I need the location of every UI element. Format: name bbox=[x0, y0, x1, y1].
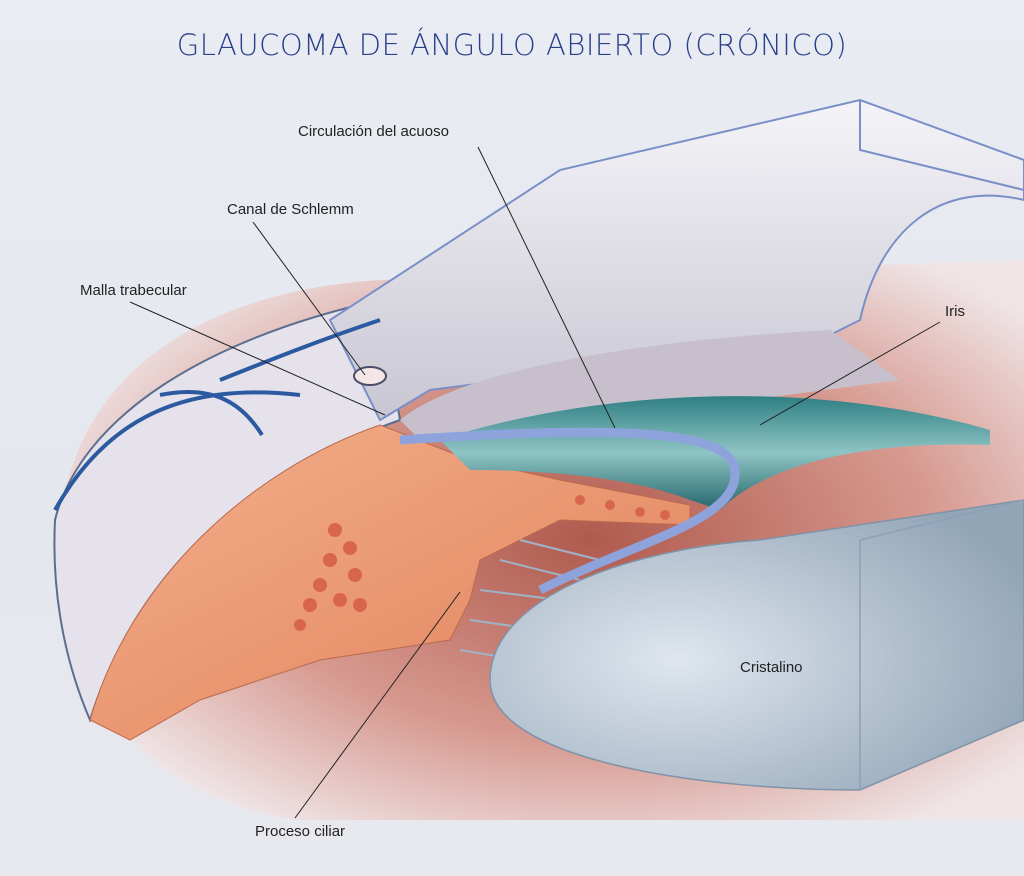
schlemm-canal bbox=[353, 366, 387, 386]
label-proceso-ciliar: Proceso ciliar bbox=[255, 823, 346, 840]
ciliary-glands bbox=[294, 495, 670, 631]
page-title: GLAUCOMA DE ÁNGULO ABIERTO (CRÓNICO) bbox=[176, 28, 848, 62]
label-iris: Iris bbox=[945, 303, 965, 320]
iris bbox=[440, 396, 990, 510]
ciliary-muscle bbox=[89, 424, 691, 741]
label-malla-trabecular: Malla trabecular bbox=[80, 282, 187, 299]
blood-vessel bbox=[53, 318, 381, 511]
label-circulacion-acuoso: Circulación del acuoso bbox=[298, 123, 449, 140]
leader-lines bbox=[129, 146, 941, 819]
label-canal-schlemm: Canal de Schlemm bbox=[227, 201, 354, 218]
aqueous-flow-arrow bbox=[399, 427, 740, 595]
label-cristalino: Cristalino bbox=[740, 659, 803, 676]
